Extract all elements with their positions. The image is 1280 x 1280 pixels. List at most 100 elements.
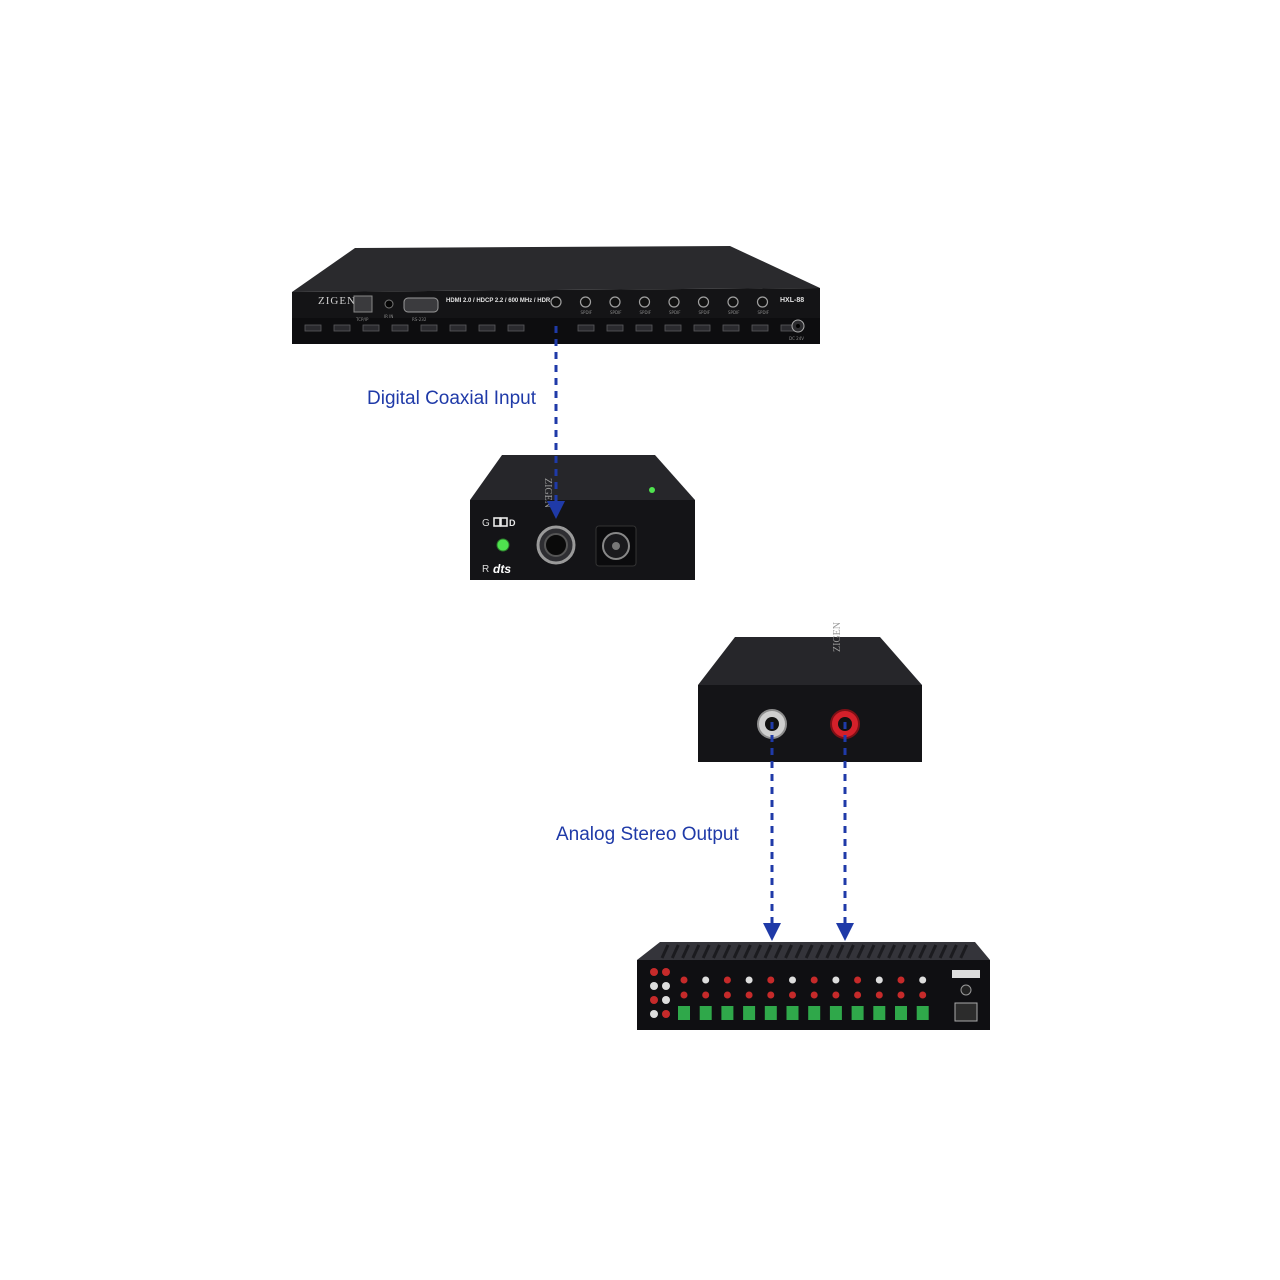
hdmi-output-port xyxy=(693,324,711,332)
svg-text:D: D xyxy=(509,518,516,528)
vent-slot xyxy=(743,944,752,959)
converter-rear-view: ZIGEN xyxy=(698,622,922,762)
vent-slot xyxy=(660,944,670,959)
zone-speaker-terminal xyxy=(916,1006,929,1020)
zone-rca-jack xyxy=(789,991,796,999)
hdmi-output-port xyxy=(577,324,595,332)
vent-slot xyxy=(949,944,958,959)
spdif-output-jack xyxy=(609,296,621,308)
zone-rca-jack xyxy=(832,976,840,984)
amplifier-input-block xyxy=(650,968,670,1018)
dc-label: DC 24V xyxy=(789,336,804,341)
digital-coaxial-input-label: Digital Coaxial Input xyxy=(367,388,536,409)
rear-converter-top xyxy=(698,637,922,685)
zone-speaker-terminal xyxy=(699,1006,712,1020)
vent-slot xyxy=(856,944,866,959)
vent-slot xyxy=(732,944,742,959)
vent-slot xyxy=(722,944,732,959)
vent-slot xyxy=(866,944,876,959)
hdmi-output-port xyxy=(606,324,624,332)
zone-rca-jack xyxy=(767,991,775,999)
vent-slot xyxy=(928,944,938,959)
vent-slot xyxy=(773,944,783,959)
hdmi-output-row xyxy=(304,324,798,332)
vent-slot xyxy=(763,944,773,959)
vent-slot xyxy=(835,944,845,959)
status-led xyxy=(496,538,510,552)
matrix-brand-logo: ZIGEN xyxy=(318,295,356,307)
indicator-g-label: G xyxy=(482,518,490,529)
converter-face xyxy=(470,500,695,580)
signal-arrows xyxy=(547,326,854,941)
zone-speaker-terminal xyxy=(786,1006,799,1020)
rear-converter-top-brand: ZIGEN xyxy=(832,622,843,652)
zone-rca-jack xyxy=(767,976,775,984)
zone-rca-jack xyxy=(745,991,753,999)
vent-slot xyxy=(712,944,721,959)
hdmi-output-port xyxy=(507,324,525,332)
analog-stereo-output-label: Analog Stereo Output xyxy=(556,824,739,845)
spdif-label: SPDIF xyxy=(728,310,740,315)
converter-top-led xyxy=(649,487,655,493)
converter-top xyxy=(470,455,695,500)
spdif-label: SPDIF xyxy=(758,310,770,315)
spdif-label: SPDIF xyxy=(640,310,652,315)
zone-speaker-terminal xyxy=(851,1006,864,1020)
zone-rca-jack xyxy=(702,991,710,999)
zone-rca-jack xyxy=(875,991,883,999)
zone-speaker-terminal xyxy=(829,1006,842,1020)
zone-rca-jack xyxy=(702,976,710,984)
zone-rca-jack xyxy=(680,976,688,984)
spdif-label: SPDIF xyxy=(669,310,681,315)
vent-slot xyxy=(887,944,896,959)
vent-slot xyxy=(907,944,917,959)
zone-rca-jack xyxy=(919,991,927,999)
vent-slot xyxy=(701,944,711,959)
zone-rca-jack xyxy=(745,976,753,984)
dolby-icon: D xyxy=(493,517,516,528)
converter-top-brand: ZIGEN xyxy=(542,478,553,508)
vent-slot xyxy=(825,944,835,959)
hdmi-output-port xyxy=(751,324,769,332)
zone-rca-jack xyxy=(854,976,862,984)
vent-slot xyxy=(691,944,701,959)
converter-front-view: ZIGEN G D R dts xyxy=(470,455,695,580)
zone-speaker-terminal xyxy=(743,1006,756,1020)
zone-rca-jack xyxy=(897,976,905,984)
vent-slot xyxy=(815,944,824,959)
zone-rca-jack xyxy=(919,976,927,984)
vent-slot xyxy=(670,944,680,959)
zone-rca-jack xyxy=(854,991,862,999)
vent-slot xyxy=(753,944,763,959)
zone-speaker-terminal xyxy=(678,1006,690,1020)
hdmi-output-port xyxy=(333,324,351,332)
vent-slot xyxy=(918,944,927,959)
vent-slot xyxy=(804,944,814,959)
rear-converter-face xyxy=(698,685,922,762)
converter-power-pin xyxy=(612,542,620,550)
zone-rca-jack xyxy=(875,976,883,984)
hdmi-output-port xyxy=(362,324,380,332)
matrix-spec-text: HDMI 2.0 / HDCP 2.2 / 600 MHz / HDR xyxy=(446,298,551,304)
hdmi-output-port xyxy=(449,324,467,332)
hdmi-output-port xyxy=(478,324,496,332)
amplifier-power-block xyxy=(952,970,980,1022)
vent-slot xyxy=(794,944,804,959)
zone-rca-jack xyxy=(789,976,796,984)
vent-slot xyxy=(681,944,690,959)
spdif-label: SPDIF xyxy=(581,310,593,315)
ethernet-port xyxy=(353,295,373,313)
spdif-label: SPDIF xyxy=(699,310,711,315)
vent-slot xyxy=(938,944,948,959)
spdif-label: SPDIF xyxy=(610,310,622,315)
hdmi-output-port xyxy=(420,324,438,332)
zone-rca-jack xyxy=(723,976,731,984)
amplifier-vents xyxy=(660,944,969,959)
vent-slot xyxy=(897,944,907,959)
spdif-output-jack xyxy=(697,296,710,308)
zone-speaker-terminal xyxy=(873,1006,886,1020)
dts-logo: dts xyxy=(493,562,511,576)
vent-slot xyxy=(784,944,793,959)
spdif-output-jack xyxy=(727,296,739,308)
rs232-label: RS-232 xyxy=(412,317,427,322)
